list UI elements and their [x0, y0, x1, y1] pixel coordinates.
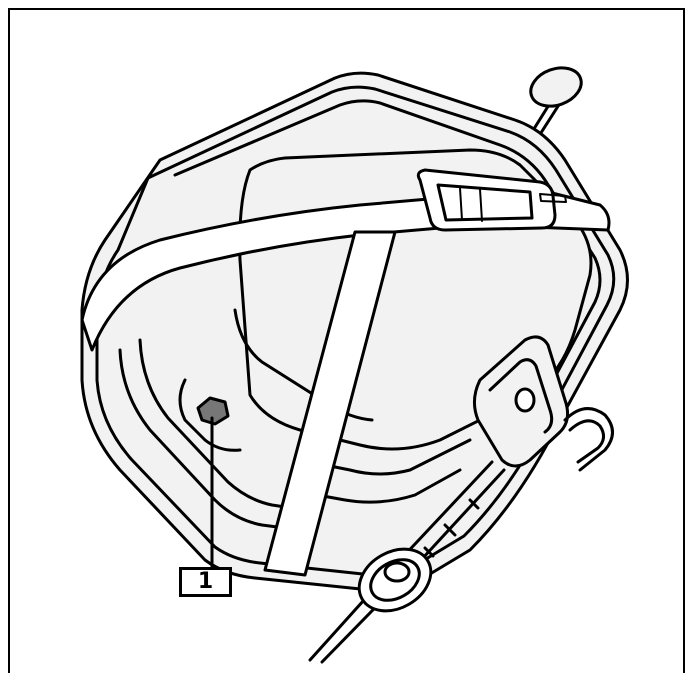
hinge-pin-icon [520, 66, 583, 152]
callout-label: 1 [197, 569, 214, 594]
lanyard-cable-icon [308, 460, 506, 664]
callout-1-box: 1 [179, 567, 232, 597]
latch-clip-icon [473, 335, 614, 472]
marker-icon [196, 396, 230, 426]
buckle-icon [416, 168, 567, 232]
